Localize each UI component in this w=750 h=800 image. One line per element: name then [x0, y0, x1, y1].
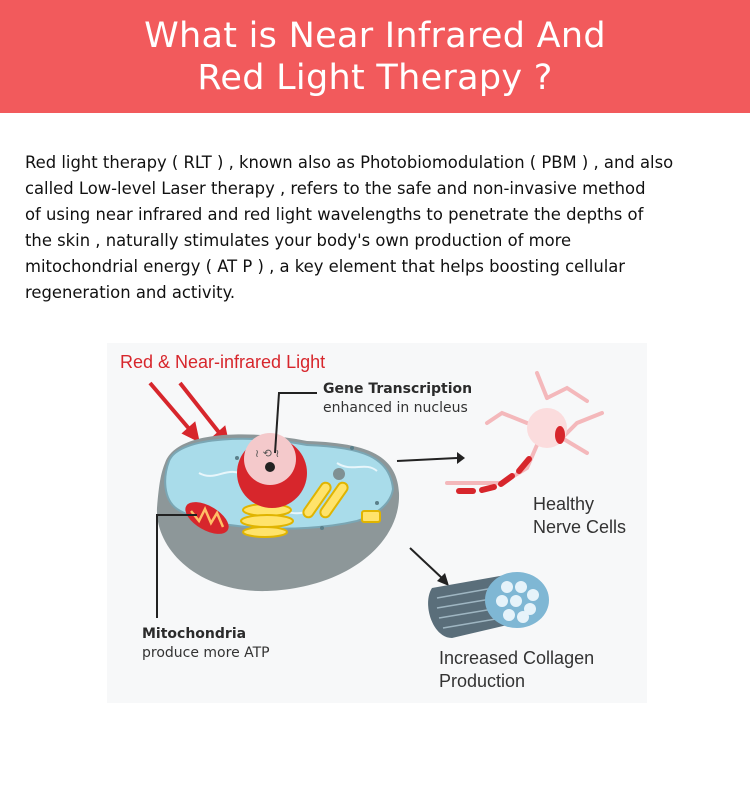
- cell-diagram: ≀ ⟲ ≀: [107, 343, 647, 703]
- intro-line: mitochondrial energy ( AT P ) , a key el…: [25, 257, 626, 276]
- collagen-label-line-1: Increased Collagen: [439, 648, 595, 668]
- intro-line: called Low-level Laser therapy , refers …: [25, 179, 646, 198]
- svg-text:≀ ⟲ ≀: ≀ ⟲ ≀: [255, 447, 279, 460]
- mitochondria-subtitle: produce more ATP: [142, 645, 270, 661]
- gene-transcription-title: Gene Transcription: [323, 381, 473, 397]
- nucleus-icon: ≀ ⟲ ≀: [237, 433, 307, 508]
- header-banner: What is Near Infrared And Red Light Ther…: [0, 0, 750, 113]
- cell-diagram-art: ≀ ⟲ ≀: [148, 371, 604, 638]
- light-ray-arrows-icon: [148, 381, 230, 447]
- intro-paragraph: Red light therapy ( RLT ) , known also a…: [25, 150, 715, 306]
- nerve-label-line-1: Healthy: [533, 494, 595, 514]
- intro-line: the skin , naturally stimulates your bod…: [25, 231, 572, 250]
- page-title-line-2: Red Light Therapy ?: [197, 57, 553, 98]
- intro-line: of using near infrared and red light wav…: [25, 205, 644, 224]
- mitochondria-icon: [185, 502, 229, 534]
- nerve-label-line-2: Nerve Cells: [533, 517, 627, 537]
- mitochondria-title: Mitochondria: [142, 626, 247, 642]
- callout-lines: [156, 392, 458, 618]
- intro-line: regeneration and activity.: [25, 283, 236, 302]
- collagen-label-line-2: Production: [439, 671, 526, 691]
- nerve-cell-icon: [445, 371, 604, 494]
- page-title-line-1: What is Near Infrared And: [144, 15, 606, 56]
- light-label: Red & Near-infrared Light: [120, 352, 326, 372]
- intro-line: Red light therapy ( RLT ) , known also a…: [25, 153, 674, 172]
- collagen-fiber-icon: [428, 572, 549, 638]
- gene-transcription-subtitle: enhanced in nucleus: [323, 400, 468, 416]
